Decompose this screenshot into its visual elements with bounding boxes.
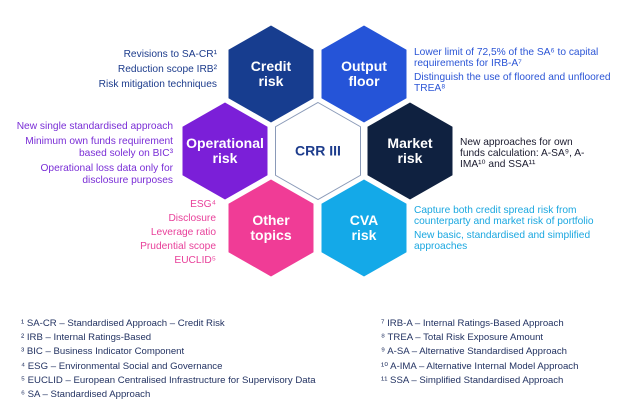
hex-cva-risk bbox=[321, 179, 407, 277]
footnotes-right: ⁷ IRB-A – Internal Ratings-Based Approac… bbox=[381, 317, 578, 388]
credit-item: Risk mitigation techniques bbox=[98, 79, 217, 90]
footnote: ⁷ IRB-A – Internal Ratings-Based Approac… bbox=[381, 318, 564, 329]
hex-operational-risk bbox=[182, 102, 268, 200]
output-item: Lower limit of 72,5% of the SA⁶ to capit… bbox=[414, 47, 599, 69]
hex-credit-risk bbox=[228, 25, 314, 123]
hex-output-floor bbox=[321, 25, 407, 123]
credit-item: Revisions to SA-CR¹ bbox=[123, 49, 217, 60]
footnote: ⁵ EUCLID – European Centralised Infrastr… bbox=[21, 374, 316, 386]
output-item: Distinguish the use of floored and unflo… bbox=[414, 72, 611, 94]
hex-market-risk bbox=[367, 102, 453, 200]
other-item: ESG⁴ bbox=[190, 199, 216, 210]
cva-risk-items: Capture both credit spread risk from cou… bbox=[414, 205, 614, 255]
footnote: ⁸ TREA – Total Risk Exposure Amount bbox=[381, 332, 544, 344]
operational-item: New single standardised approach bbox=[16, 121, 173, 132]
hex-other-topics bbox=[228, 179, 314, 277]
footnote: ¹⁰ A-IMA – Alternative Internal Model Ap… bbox=[381, 360, 579, 372]
other-topics-items: ESG⁴ Disclosure Leverage ratio Prudentia… bbox=[76, 199, 216, 269]
other-item: Prudential scope bbox=[140, 241, 216, 252]
operational-item: Operational loss data only for disclosur… bbox=[40, 163, 173, 186]
footnote: ¹¹ SSA – Simplified Standardised Approac… bbox=[381, 374, 564, 386]
hex-crr-iii bbox=[275, 101, 361, 201]
crr-iii-label: CRR III bbox=[295, 142, 341, 159]
operational-risk-items: New single standardised approach Minimum… bbox=[0, 121, 173, 190]
market-risk-items: New approaches for own funds calculation… bbox=[460, 137, 590, 173]
footnote: ⁴ ESG – Environmental Social and Governa… bbox=[21, 360, 223, 372]
operational-item: Minimum own funds requirement based sole… bbox=[25, 136, 173, 159]
output-floor-items: Lower limit of 72,5% of the SA⁶ to capit… bbox=[414, 47, 619, 97]
footnote: ⁹ A-SA – Alternative Standardised Approa… bbox=[381, 346, 567, 358]
other-item: EUCLID⁵ bbox=[174, 255, 216, 266]
footnote: ³ BIC – Business Indicator Component bbox=[21, 346, 185, 358]
footnote: ¹ SA-CR – Standardised Approach – Credit… bbox=[21, 318, 225, 329]
footnote: ² IRB – Internal Ratings-Based bbox=[21, 332, 152, 344]
footnote: ⁶ SA – Standardised Approach bbox=[21, 389, 151, 401]
footnotes-left: ¹ SA-CR – Standardised Approach – Credit… bbox=[21, 317, 316, 402]
market-item: New approaches for own funds calculation… bbox=[460, 137, 585, 170]
cva-item: New basic, standardised and simplified a… bbox=[414, 230, 591, 252]
credit-item: Reduction scope IRB² bbox=[117, 64, 217, 75]
other-item: Disclosure bbox=[168, 213, 216, 224]
credit-risk-items: Revisions to SA-CR¹ Reduction scope IRB²… bbox=[17, 49, 217, 94]
other-item: Leverage ratio bbox=[150, 227, 216, 238]
cva-item: Capture both credit spread risk from cou… bbox=[414, 205, 594, 227]
